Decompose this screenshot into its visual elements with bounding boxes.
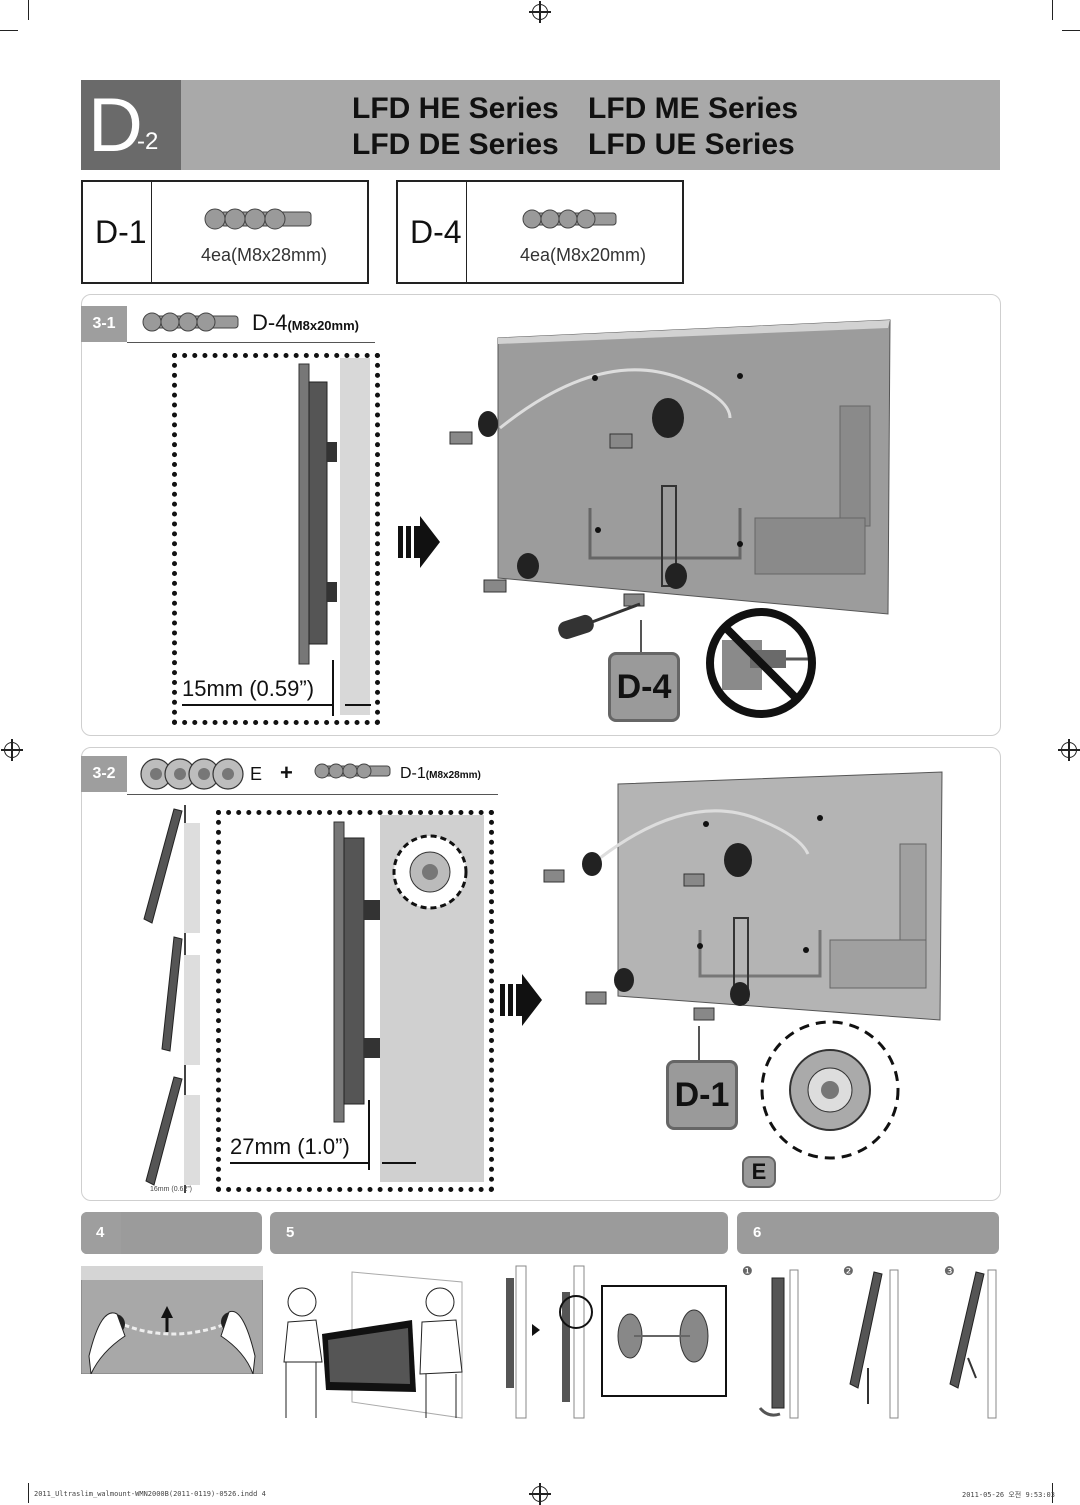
small-measure-label: 16mm (0.62”) [150,1186,193,1193]
step-bar-4: 4 [81,1212,262,1254]
step-bar-tab [81,1212,121,1254]
dotted-frame [172,353,380,725]
step-number: 4 [96,1224,105,1241]
crop-mark [1052,0,1053,20]
part-callout-d4: D-4 [608,652,680,722]
screws-icon [314,763,391,779]
tv-side-profile [333,821,380,1123]
crop-mark [28,0,29,20]
crop-mark [1062,30,1080,31]
measure-line-right [382,1162,416,1164]
measure-tick [368,1100,370,1170]
part-callout-d1: D-1 [666,1060,738,1130]
measure-label: 15mm (0.59”) [182,676,315,701]
spacer-label: E [250,764,263,784]
screws-icon [142,312,239,332]
pointer-line [698,1026,700,1060]
series-title: LFD DE Series [352,128,559,161]
footer-filename: 2011_Ultraslim_walmount-WMN2000B(2011-01… [34,1490,266,1498]
pointer-line [640,620,642,654]
part-divider [466,182,467,282]
part-box-d1: D-1 4ea(M8x28mm) [81,180,369,284]
step-underline [127,342,375,343]
spacer-callout-e: E [742,1156,776,1188]
registration-mark-left [1,739,23,761]
small-side-views [143,805,200,1193]
registration-mark-right [1058,739,1080,761]
step-6-marker: ❷ [843,1264,854,1278]
footer-date: 2011-05-26 오전 9:53:03 [962,1491,1055,1499]
series-title: LFD ME Series [588,92,799,125]
step-4-illustration [81,1266,263,1374]
spacer-zoom-icon [760,1020,900,1160]
series-title: LFD HE Series [352,92,559,125]
section-code: D [88,83,143,168]
step-5-illustration [283,1271,463,1419]
part-code: D-1 [400,765,426,782]
step-part-label: D-4(M8x20mm) [252,310,359,336]
part-spec: (M8x28mm) [425,770,481,781]
measure-line [230,1162,368,1164]
arrow-right-icon [398,516,440,568]
registration-mark-bottom [529,1483,551,1505]
step-number: 3-2 [81,756,127,792]
step-bar-5: 5 [270,1212,728,1254]
prohibited-icon [706,608,816,718]
crop-mark [1052,1483,1053,1503]
screwdriver-icon [558,602,641,640]
step-part-label: D-1(M8x28mm) [400,765,481,783]
screws-icon [204,208,312,230]
crop-mark [28,1483,29,1503]
series-title: LFD UE Series [588,128,795,161]
measure-line-right [345,704,371,706]
measure-label: 27mm (1.0”) [230,1134,350,1159]
step-6-illustration [758,1269,997,1419]
screws-icon [522,209,617,229]
spacer-zoom-icon [392,834,468,910]
header-bar [81,80,1000,170]
step-number: 6 [753,1224,762,1241]
crop-mark [0,30,18,31]
step-number: 5 [286,1224,295,1241]
arrow-right-icon [500,974,542,1026]
part-code: D-4 [410,214,462,250]
wall-section [340,358,370,715]
header-tab [81,80,181,170]
measure-line [182,704,332,706]
step-number: 3-1 [81,306,127,342]
step-5-side-views [506,1265,727,1419]
tv-side-profile [298,363,337,665]
tv-back-illustration [449,319,891,615]
step-bar-6: 6 [737,1212,999,1254]
step-6-marker: ❸ [944,1264,955,1278]
measure-tick [332,660,334,716]
part-quantity: 4ea(M8x28mm) [201,245,328,265]
dotted-frame [216,810,494,1192]
part-divider [151,182,152,282]
section-subcode: -2 [137,128,159,155]
part-code: D-4 [252,310,288,335]
tv-back-illustration [543,771,943,1021]
part-quantity: 4ea(M8x20mm) [520,245,647,265]
spacers-icon [140,758,244,790]
step-underline [127,794,498,795]
step-6-marker: ❶ [742,1264,753,1278]
part-code: D-1 [95,214,147,250]
registration-mark-top [529,1,551,23]
part-spec: (M8x20mm) [287,318,359,333]
part-box-d4: D-4 4ea(M8x20mm) [396,180,684,284]
plus-sign: + [280,760,293,785]
